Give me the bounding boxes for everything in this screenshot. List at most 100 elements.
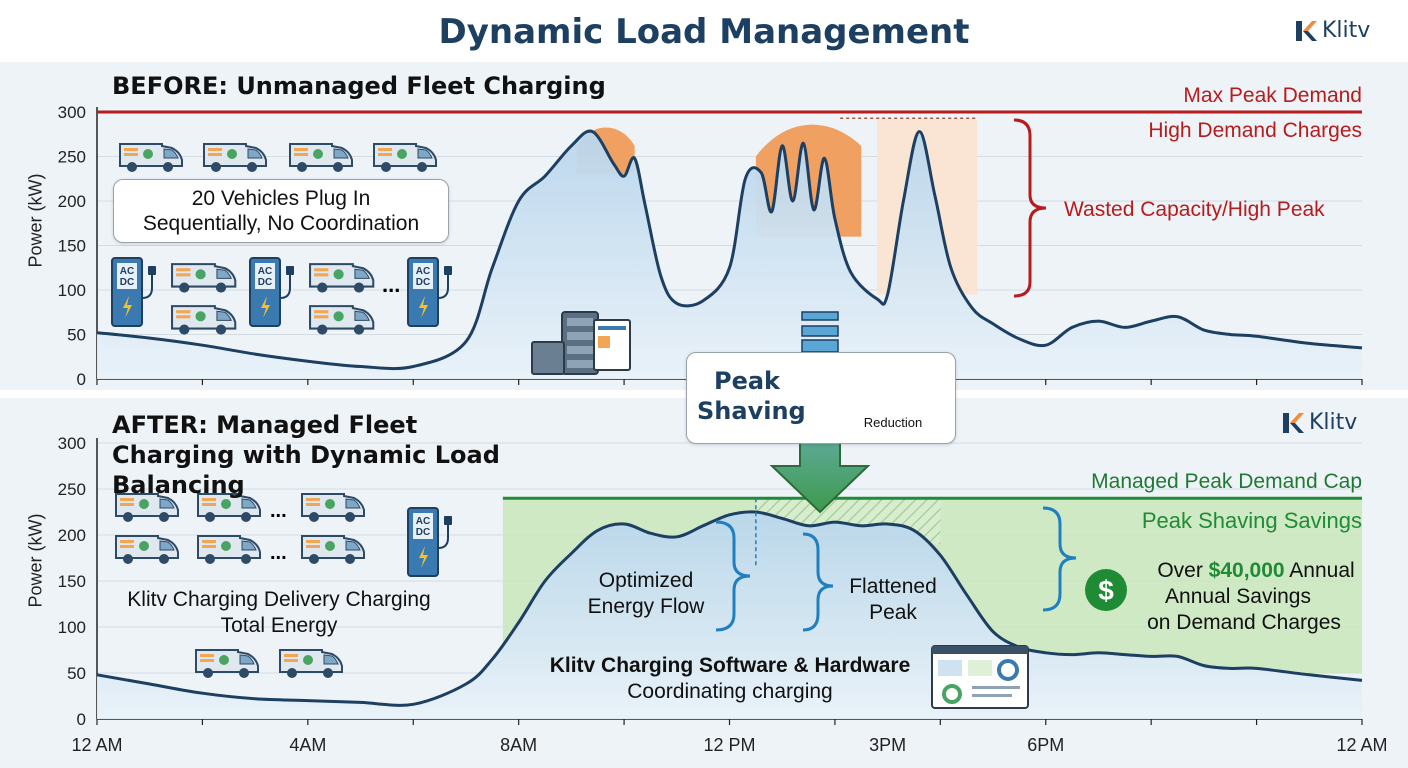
charger-ac-text: AC	[258, 266, 272, 277]
charger-plug	[148, 266, 156, 275]
after-y-tick-label: 250	[58, 480, 86, 499]
van-stripe	[176, 268, 191, 272]
dollar-coin-glyph: $	[1098, 575, 1114, 606]
van-stripe	[202, 498, 216, 501]
savings-value: $40,000	[1208, 559, 1285, 582]
rack-unit	[567, 318, 593, 326]
before-note-line1: 20 Vehicles Plug In	[191, 187, 371, 210]
after-series-line	[96, 510, 1363, 707]
optimized-flow-text: Optimized Energy Flow	[587, 569, 705, 618]
dollar-coin-icon	[1085, 569, 1127, 611]
monitor-bar	[598, 326, 626, 330]
van-logo	[139, 499, 149, 509]
van-stripe	[176, 273, 191, 277]
van-stripe	[202, 545, 216, 548]
van-wheel	[333, 162, 343, 172]
van-wheel	[215, 282, 227, 293]
van-window	[247, 148, 263, 159]
before-y-tick-label: 100	[58, 281, 86, 300]
before-panel-title: BEFORE: Unmanaged Fleet Charging	[112, 72, 606, 100]
charger-cable	[437, 274, 449, 299]
van-stripe	[120, 540, 134, 543]
dashboard-row	[972, 694, 1012, 697]
van-stripe	[306, 540, 320, 543]
x-tick-label: 3PM	[869, 735, 906, 755]
page-title: Dynamic Load Management	[438, 12, 970, 52]
after-y-axis-label: Power (kW)	[25, 513, 46, 608]
wasted-capacity-brace	[1013, 118, 1047, 298]
rack-unit	[567, 346, 593, 354]
van-window	[345, 498, 361, 509]
van-logo	[313, 149, 323, 159]
van-wheel	[297, 162, 307, 172]
charger-plug	[444, 266, 452, 275]
van-wheel	[159, 512, 169, 522]
dashboard-header	[932, 646, 1028, 654]
van-wheel	[353, 324, 365, 335]
van-logo	[195, 269, 206, 280]
van-logo	[221, 499, 231, 509]
brand-mark-icon	[1296, 20, 1317, 41]
flattened-peak-line: Flattened Peak	[828, 574, 958, 626]
dashboard-panel	[968, 660, 992, 676]
savings-line3: on Demand Charges	[1147, 611, 1341, 634]
van-logo	[333, 311, 344, 322]
server-rack-icon	[531, 311, 631, 375]
van-stripe	[314, 268, 329, 272]
van-stripe	[176, 315, 191, 319]
van-window	[216, 268, 232, 279]
charger-ac-text: AC	[416, 266, 430, 277]
van-wheel	[417, 162, 427, 172]
charger-dc-text: DC	[416, 277, 430, 288]
dashboard-screen-icon	[931, 645, 1029, 709]
van-window	[239, 654, 255, 665]
van-stripe	[202, 540, 216, 543]
software-line1: Klitv Charging Software & Hardware	[549, 654, 911, 677]
before-y-tick-label: 250	[58, 148, 86, 167]
van-window	[345, 540, 361, 551]
van-window	[354, 268, 370, 279]
van-logo	[303, 655, 313, 665]
van-stripe	[200, 654, 214, 657]
x-tick-label: 4AM	[289, 735, 326, 755]
brand-name: Klitv	[1322, 18, 1371, 43]
van-wheel	[215, 324, 227, 335]
van-stripe	[294, 153, 308, 156]
van-stripe	[200, 659, 214, 662]
before-y-axis-label: Power (kW)	[25, 173, 46, 268]
delivery-van-icon	[195, 649, 259, 678]
van-logo	[195, 311, 206, 322]
before-y-tick-label: 0	[77, 370, 86, 389]
before-y-tick-label: 50	[67, 326, 86, 345]
energy-line2: Total Energy	[220, 614, 338, 637]
after-ellipsis-1: ...	[270, 500, 287, 522]
van-wheel	[287, 668, 297, 678]
dashboard-row	[972, 686, 1020, 689]
van-window	[333, 148, 349, 159]
delivery-van-icon	[115, 535, 179, 564]
charger-plug	[444, 516, 452, 525]
van-window	[159, 498, 175, 509]
gauge-label: Reduction	[863, 415, 923, 430]
optimized-flow-brace	[715, 520, 751, 632]
van-stripe	[294, 148, 308, 151]
van-stripe	[378, 148, 392, 151]
dashboard-donut	[942, 684, 962, 704]
van-wheel	[205, 512, 215, 522]
bolt-icon	[419, 296, 428, 318]
van-stripe	[208, 148, 222, 151]
van-wheel	[317, 282, 328, 293]
delivery-van-icon	[197, 493, 261, 522]
van-stripe	[208, 153, 222, 156]
van-stripe	[124, 153, 138, 156]
charger-ac-text: AC	[416, 516, 430, 527]
brand-mark-icon	[1283, 412, 1304, 433]
van-wheel	[241, 554, 251, 564]
high-demand-label: High Demand Charges	[1148, 119, 1362, 142]
peak-shaving-line2: Shaving	[697, 397, 806, 425]
before-area-fill	[97, 131, 1362, 379]
